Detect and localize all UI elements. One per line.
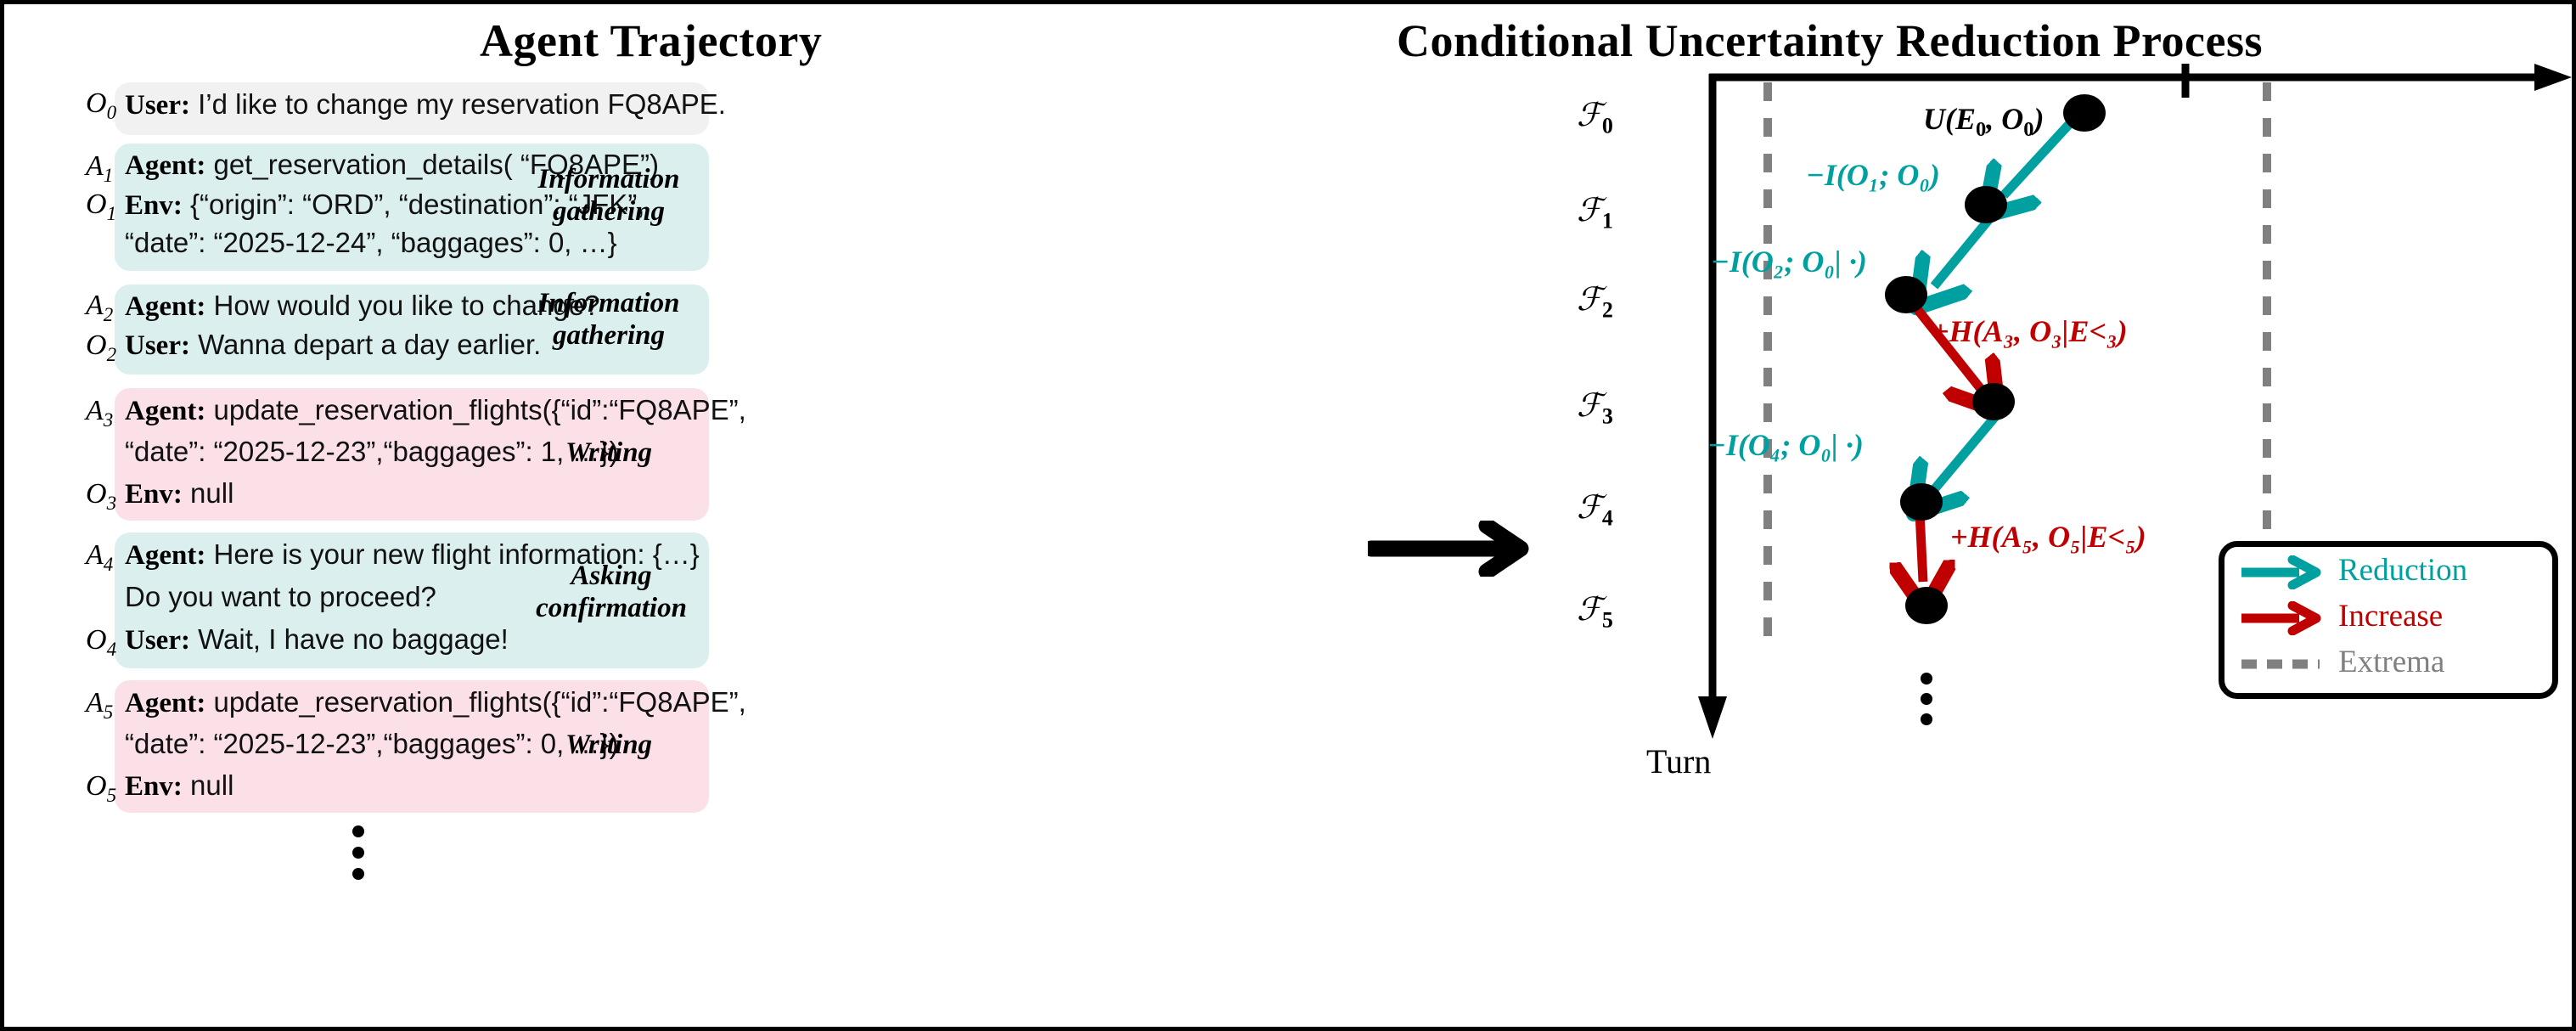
turn-tag-3: Writing [565, 437, 653, 468]
transition-label-3-4: −I(O₄; O₀| ·) [1707, 428, 1864, 462]
legend-item-increase: Increase [2238, 599, 2552, 639]
series-ellipsis-dot-1 [1921, 673, 1932, 685]
message-line-1-2: “date”: “2025-12-24”, “baggages”: 0, …} [125, 227, 617, 258]
page-title-left: Agent Trajectory [480, 15, 823, 66]
data-point-turn-2 [1885, 276, 1927, 313]
legend-label-extrema: Extrema [2338, 645, 2445, 679]
transition-label-0-1: −I(O₁; O₀) [1806, 158, 1940, 192]
series-ellipsis-dot-2 [1921, 693, 1932, 705]
message-bubble-5 [115, 680, 709, 813]
data-point-turn-0 [2063, 94, 2106, 132]
y-tick-label-2: ℱ2 [1577, 282, 1613, 323]
turn-index-A2: A2 [86, 290, 114, 325]
message-line-0-0: User: I’d like to change my reservation … [125, 88, 726, 121]
message-bubble-1 [115, 144, 709, 271]
message-line-3-1: “date”: “2025-12-23”,“baggages”: 1, …}) [125, 436, 619, 467]
uncertainty-diagram-panel: ℱ0 ℱ1 ℱ2 ℱ3 ℱ4 ℱ5 Turn Total Uncertainty… [1558, 64, 2576, 1015]
legend-label-reduction: Reduction [2338, 553, 2468, 588]
y-tick-label-0: ℱ0 [1577, 98, 1613, 138]
legend-item-extrema: Extrema [2238, 645, 2552, 685]
message-line-4-0: Agent: Here is your new flight informati… [125, 538, 700, 571]
x-axis-arrowhead [2534, 64, 2572, 91]
message-line-3-2: Env: null [125, 477, 234, 510]
message-bubble-0 [115, 82, 709, 135]
turn-index-O1: O1 [86, 189, 117, 224]
series-ellipsis-dot-3 [1921, 713, 1932, 725]
legend-reduction-arrow-icon [2241, 555, 2321, 589]
transition-label-2-3: +H(A₃, O₃|E<₃) [1932, 314, 2128, 348]
message-bubble-2 [115, 285, 709, 375]
y-tick-label-3: ℱ3 [1577, 388, 1613, 429]
message-line-4-1: Do you want to proceed? [125, 581, 436, 612]
data-point-turn-4 [1900, 483, 1943, 521]
y-axis-title: Turn [1646, 742, 1712, 780]
turn-index-O0: O0 [86, 87, 117, 123]
turn-index-O2: O2 [86, 330, 117, 365]
turn-index-A4: A4 [86, 539, 114, 575]
transition-label-1-2: −I(O₂; O₀| ·) [1711, 245, 1867, 279]
legend-extrema-dashed-icon [2241, 659, 2320, 669]
turn-index-O3: O3 [86, 478, 117, 514]
annotation-initial-uncertainty: U(E0, O0) [1923, 102, 2044, 142]
transition-arrow-4-5 [1920, 511, 1923, 582]
y-tick-label-1: ℱ1 [1577, 193, 1613, 234]
message-line-3-0: Agent: update_reservation_flights({“id”:… [125, 394, 746, 426]
message-line-5-1: “date”: “2025-12-23”,“baggages”: 0, …}) [125, 728, 619, 759]
transition-label-4-5: +H(A₅, O₅|E<₅) [1950, 520, 2146, 554]
transition-arrow-3-4 [1932, 410, 2002, 493]
y-axis-arrowhead [1698, 696, 1727, 739]
message-line-2-0: Agent: How would you like to change? [125, 290, 600, 322]
message-line-4-2: User: Wait, I have no baggage! [125, 623, 509, 656]
turn-index-O4: O4 [86, 624, 117, 660]
turn-index-A1: A1 [86, 150, 114, 186]
transition-arrow-icon [1368, 521, 1529, 577]
y-tick-label-5: ℱ5 [1577, 592, 1613, 633]
transition-arrow-0-1 [2004, 118, 2076, 195]
page-title-right: Conditional Uncertainty Reduction Proces… [1397, 15, 2263, 66]
message-bubble-3 [115, 388, 709, 521]
agent-trajectory-panel: O0 User: I’d like to change my reservati… [4, 72, 1363, 989]
data-point-turn-5 [1905, 587, 1948, 624]
turn-index-A3: A3 [86, 395, 114, 431]
legend-box: Reduction Increase Extrema [2219, 541, 2558, 699]
legend-increase-arrow-icon [2241, 601, 2321, 635]
trajectory-ellipsis [352, 825, 364, 880]
turn-index-A5: A5 [86, 687, 114, 723]
message-line-1-0: Agent: get_reservation_details( “FQ8APE”… [125, 149, 660, 181]
message-line-5-0: Agent: update_reservation_flights({“id”:… [125, 686, 746, 718]
transition-arrow-2-3 [1910, 302, 1981, 389]
message-bubble-4 [115, 532, 709, 668]
y-tick-label-4: ℱ4 [1577, 490, 1613, 531]
turn-tag-5: Writing [565, 730, 653, 760]
message-line-1-1: Env: {“origin”: “ORD”, “destination”: “J… [125, 189, 645, 221]
message-line-5-2: Env: null [125, 769, 234, 802]
legend-item-reduction: Reduction [2238, 553, 2552, 593]
transition-arrow-1-2 [1934, 211, 1997, 286]
turn-index-O5: O5 [86, 770, 117, 806]
legend-label-increase: Increase [2338, 599, 2444, 634]
data-point-turn-1 [1965, 186, 2007, 223]
message-line-2-1: User: Wanna depart a day earlier. [125, 329, 542, 361]
data-point-turn-3 [1972, 383, 2015, 420]
